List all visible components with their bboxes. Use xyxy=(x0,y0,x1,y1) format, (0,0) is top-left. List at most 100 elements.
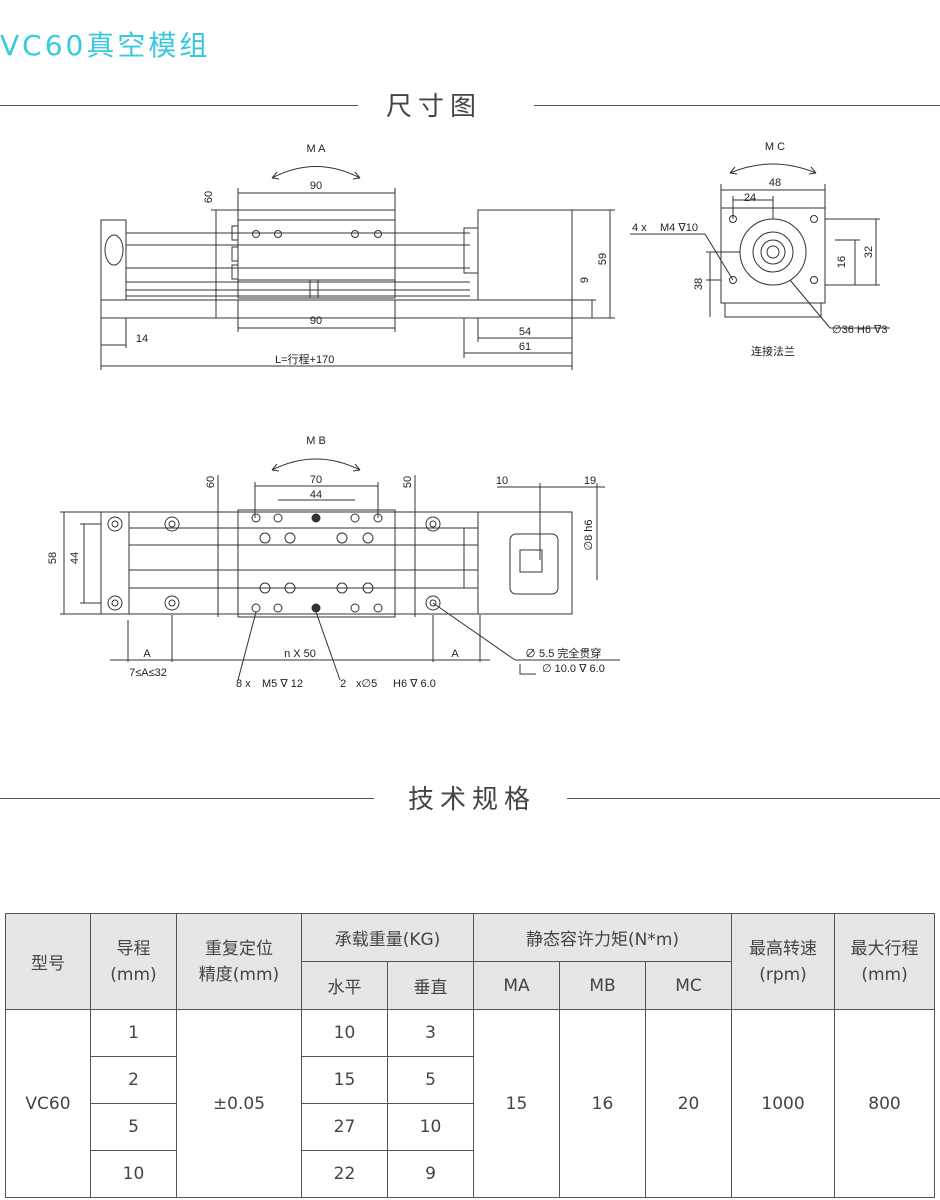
header-vertical: 垂直 xyxy=(387,961,474,1010)
table-row: 5 27 10 xyxy=(6,1103,935,1151)
section-title-specs: 技术规格 xyxy=(408,785,537,815)
header-mb: MB xyxy=(559,961,646,1010)
section-header-dimensions: 尺寸图 xyxy=(0,86,940,126)
motor-block xyxy=(477,209,573,301)
header-moment: 静态容许力矩(N*m) xyxy=(472,913,733,962)
dim-9: 9 xyxy=(579,277,591,283)
header-model: 型号 xyxy=(5,913,91,1010)
header-load: 承载重量(KG) xyxy=(301,913,474,962)
header-lead-line2: (mm) xyxy=(110,964,157,985)
table-row: 2 15 5 xyxy=(6,1056,935,1104)
cell-vertical: 10 xyxy=(387,1103,474,1151)
dim-a-left: A xyxy=(143,648,151,660)
carriage-top xyxy=(237,509,396,618)
section-title-dimensions: 尺寸图 xyxy=(386,92,483,122)
header-lead-line1: 导程 xyxy=(116,938,151,959)
mc-label: M C xyxy=(765,141,785,153)
dim-length-formula: L=行程+170 xyxy=(275,353,334,366)
header-speed-line2: (rpm) xyxy=(759,964,807,985)
header-stroke-line2: (mm) xyxy=(861,964,908,985)
cell-lead: 10 xyxy=(90,1150,177,1198)
dimension-drawing-top: M A 90 90 60 59 9 14 54 61 L=行程+170 M C … xyxy=(100,141,890,370)
tap-m5: M5 ∇ 12 xyxy=(262,678,303,690)
header-ma: MA xyxy=(473,961,560,1010)
cell-horizontal: 15 xyxy=(301,1056,388,1104)
end-view-body xyxy=(720,207,826,304)
cell-vertical: 9 xyxy=(387,1150,474,1198)
cell-horizontal: 10 xyxy=(301,1009,388,1057)
header-speed-line1: 最高转速 xyxy=(749,938,818,959)
dim-36: ∅36 H6 ∇3 xyxy=(832,324,887,336)
dim-n50: n X 50 xyxy=(284,648,316,660)
cell-vertical: 5 xyxy=(387,1056,474,1104)
mb-label: M B xyxy=(306,435,326,447)
dim-32: 32 xyxy=(863,246,875,258)
dim-90-bottom: 90 xyxy=(310,315,322,327)
header-mc: MC xyxy=(644,961,733,1010)
dimension-drawing-bottom: M B 70 44 60 50 58 44 10 19 ∅8 h6 ∅ 5.5 … xyxy=(47,435,620,690)
cell-stroke: 800 xyxy=(834,1009,936,1198)
base-plate xyxy=(100,299,573,319)
divider-right xyxy=(567,798,940,799)
dim-50: 50 xyxy=(402,476,414,488)
pin-depth: H6 ∇ 6.0 xyxy=(393,678,436,690)
dim-38: 38 xyxy=(693,278,705,290)
tap-8x: 8 x xyxy=(236,678,251,690)
dim-44-side: 44 xyxy=(69,552,81,564)
header-stroke-line1: 最大行程 xyxy=(850,938,919,959)
cell-model: VC60 xyxy=(5,1009,91,1198)
dim-10: 10 xyxy=(496,475,508,487)
cell-lead: 1 xyxy=(90,1009,177,1057)
dim-a-right: A xyxy=(451,648,459,660)
cell-lead: 5 xyxy=(90,1103,177,1151)
dim-14: 14 xyxy=(136,333,148,345)
dim-24: 24 xyxy=(744,192,756,204)
header-lead: 导程 (mm) xyxy=(90,913,177,1010)
header-accuracy-line1: 重复定位 xyxy=(205,938,273,959)
pin-d5: x∅5 xyxy=(356,678,377,690)
ma-arrow-icon xyxy=(271,166,361,179)
cell-lead: 2 xyxy=(90,1056,177,1104)
dim-58: 58 xyxy=(47,552,59,564)
cell-ma: 15 xyxy=(473,1009,560,1198)
dim-59: 59 xyxy=(597,253,609,265)
flange-label: 连接法兰 xyxy=(751,344,795,358)
divider-left xyxy=(0,798,374,799)
dim-90-top: 90 xyxy=(310,180,322,192)
dim-16: 16 xyxy=(836,256,848,268)
page-title: VC60真空模组 xyxy=(0,29,211,62)
dim-60-top: 60 xyxy=(203,191,215,203)
dim-60-mid: 60 xyxy=(205,476,217,488)
dim-54: 54 xyxy=(519,326,531,338)
table-row: 10 22 9 xyxy=(6,1150,935,1198)
pin-2x: 2 xyxy=(340,678,346,690)
cell-vertical: 3 xyxy=(387,1009,474,1057)
dim-8h6: ∅8 h6 xyxy=(583,520,595,551)
header-horizontal: 水平 xyxy=(301,961,388,1010)
table-row: VC60 1 ±0.05 10 3 15 16 20 1000 800 xyxy=(5,1009,936,1198)
cell-mb: 16 xyxy=(559,1009,646,1198)
dim-19: 19 xyxy=(584,475,596,487)
dim-a-range: 7≤A≤32 xyxy=(129,667,167,679)
header-accuracy: 重复定位 精度(mm) xyxy=(176,913,302,1010)
mc-arrow-icon xyxy=(729,163,817,174)
dim-48: 48 xyxy=(769,177,781,189)
hole-m4: M4 ∇10 xyxy=(660,222,698,234)
hole-10-label: ∅ 10.0 ∇ 6.0 xyxy=(542,663,605,675)
hole-55-label: ∅ 5.5 完全贯穿 xyxy=(525,646,601,660)
header-accuracy-line2: 精度(mm) xyxy=(198,964,280,985)
hole-4x: 4 x xyxy=(632,222,647,234)
header-speed: 最高转速 (rpm) xyxy=(731,913,836,1010)
cell-mc: 20 xyxy=(644,1009,733,1198)
flange-outer xyxy=(739,218,807,286)
cell-horizontal: 27 xyxy=(301,1103,388,1151)
cell-speed: 1000 xyxy=(731,1009,836,1198)
dim-61: 61 xyxy=(519,341,531,353)
cell-horizontal: 22 xyxy=(301,1150,388,1198)
dim-44-top: 44 xyxy=(310,489,322,501)
carriage xyxy=(237,209,396,299)
cell-accuracy: ±0.05 xyxy=(176,1009,302,1198)
section-header-specs: 技术规格 xyxy=(0,779,940,819)
divider-left xyxy=(0,105,358,106)
divider-right xyxy=(534,105,940,106)
